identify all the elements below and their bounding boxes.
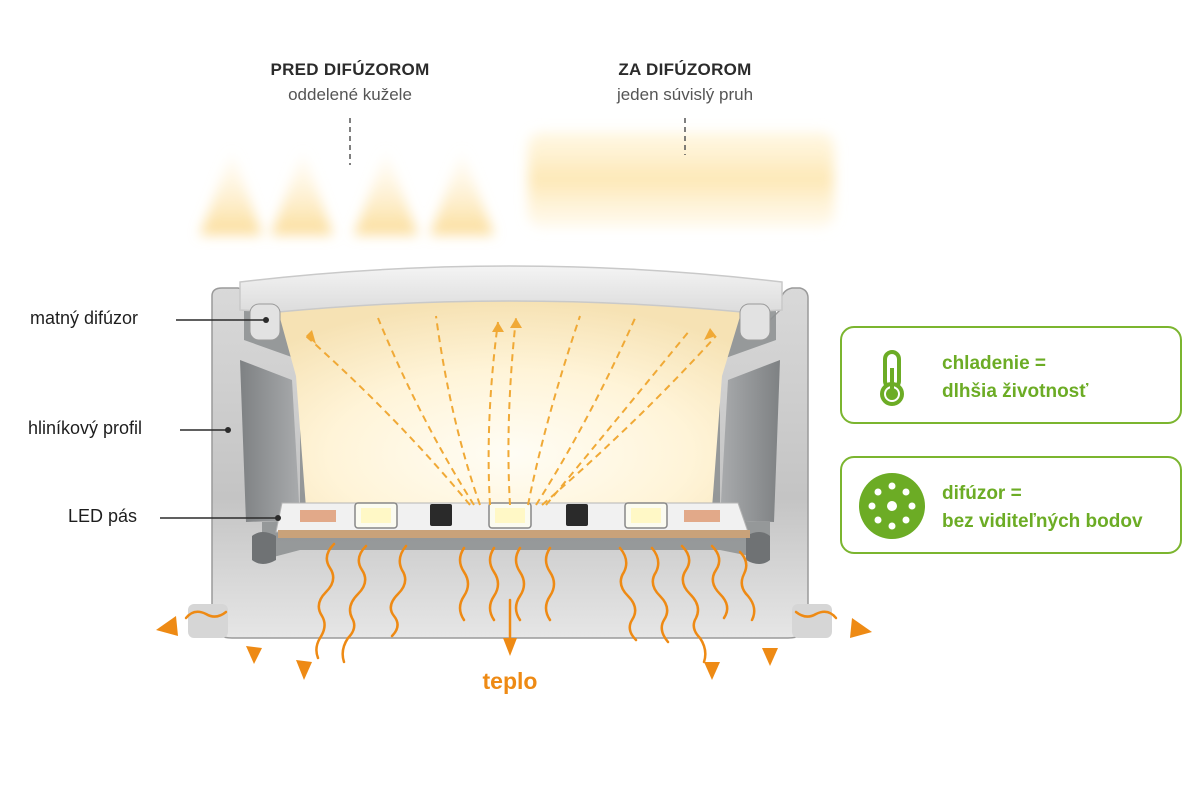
left-inner-wall (240, 360, 300, 522)
light-rays (305, 315, 717, 506)
before-diffuser-title: PRED DIFÚZOROM (270, 60, 430, 79)
callout-dots (225, 317, 281, 521)
heat-arrowheads (156, 616, 872, 680)
continuous-light-band (528, 132, 834, 228)
left-end-cut (188, 604, 228, 638)
callout-leaders (160, 319, 276, 519)
after-diffuser-title: ZA DIFÚZOROM (618, 60, 752, 79)
diffuser-benefit-line2: bez viditeľných bodov (942, 511, 1143, 532)
right-clip (739, 303, 771, 341)
heat-waves (184, 542, 838, 664)
cooling-benefit-line2: dlhšia životnosť (942, 381, 1089, 402)
light-ray-arrowheads (306, 318, 716, 344)
diffuser-benefit-line1: difúzor = (942, 483, 1022, 504)
diffuser-benefit-card: difúzor = bez viditeľných bodov (840, 456, 1182, 554)
right-slot (746, 532, 770, 564)
diffuser-benefit-text: difúzor = bez viditeľných bodov (942, 480, 1143, 536)
after-diffuser-subtitle: jeden súvislý pruh (616, 85, 754, 104)
lit-cavity (275, 291, 745, 508)
left-slot (252, 532, 276, 564)
diffuser-callout: matný difúzor (30, 308, 139, 328)
cooling-benefit-line1: chladenie = (942, 353, 1047, 374)
thermometer-icon (856, 340, 928, 412)
heat-label: teplo (482, 668, 538, 694)
right-inner-wall (720, 360, 780, 522)
before-diffuser-label: PRED DIFÚZOROM oddelené kužele (220, 60, 480, 105)
strip-callout: LED pás (68, 506, 138, 526)
before-diffuser-subtitle: oddelené kužele (288, 85, 412, 104)
right-end-cut (792, 604, 832, 638)
led-strip (275, 502, 750, 538)
separate-light-cones (200, 150, 494, 235)
matte-diffuser (239, 265, 783, 313)
resistor (566, 504, 588, 526)
after-diffuser-label: ZA DIFÚZOROM jeden súvislý pruh (555, 60, 815, 105)
resistor (430, 504, 452, 526)
cooling-benefit-text: chladenie = dlhšia životnosť (942, 350, 1088, 406)
diffused-dots-icon (859, 473, 925, 539)
cooling-benefit-card: chladenie = dlhšia životnosť (840, 326, 1182, 424)
profile-callout: hliníkový profil (28, 418, 143, 438)
